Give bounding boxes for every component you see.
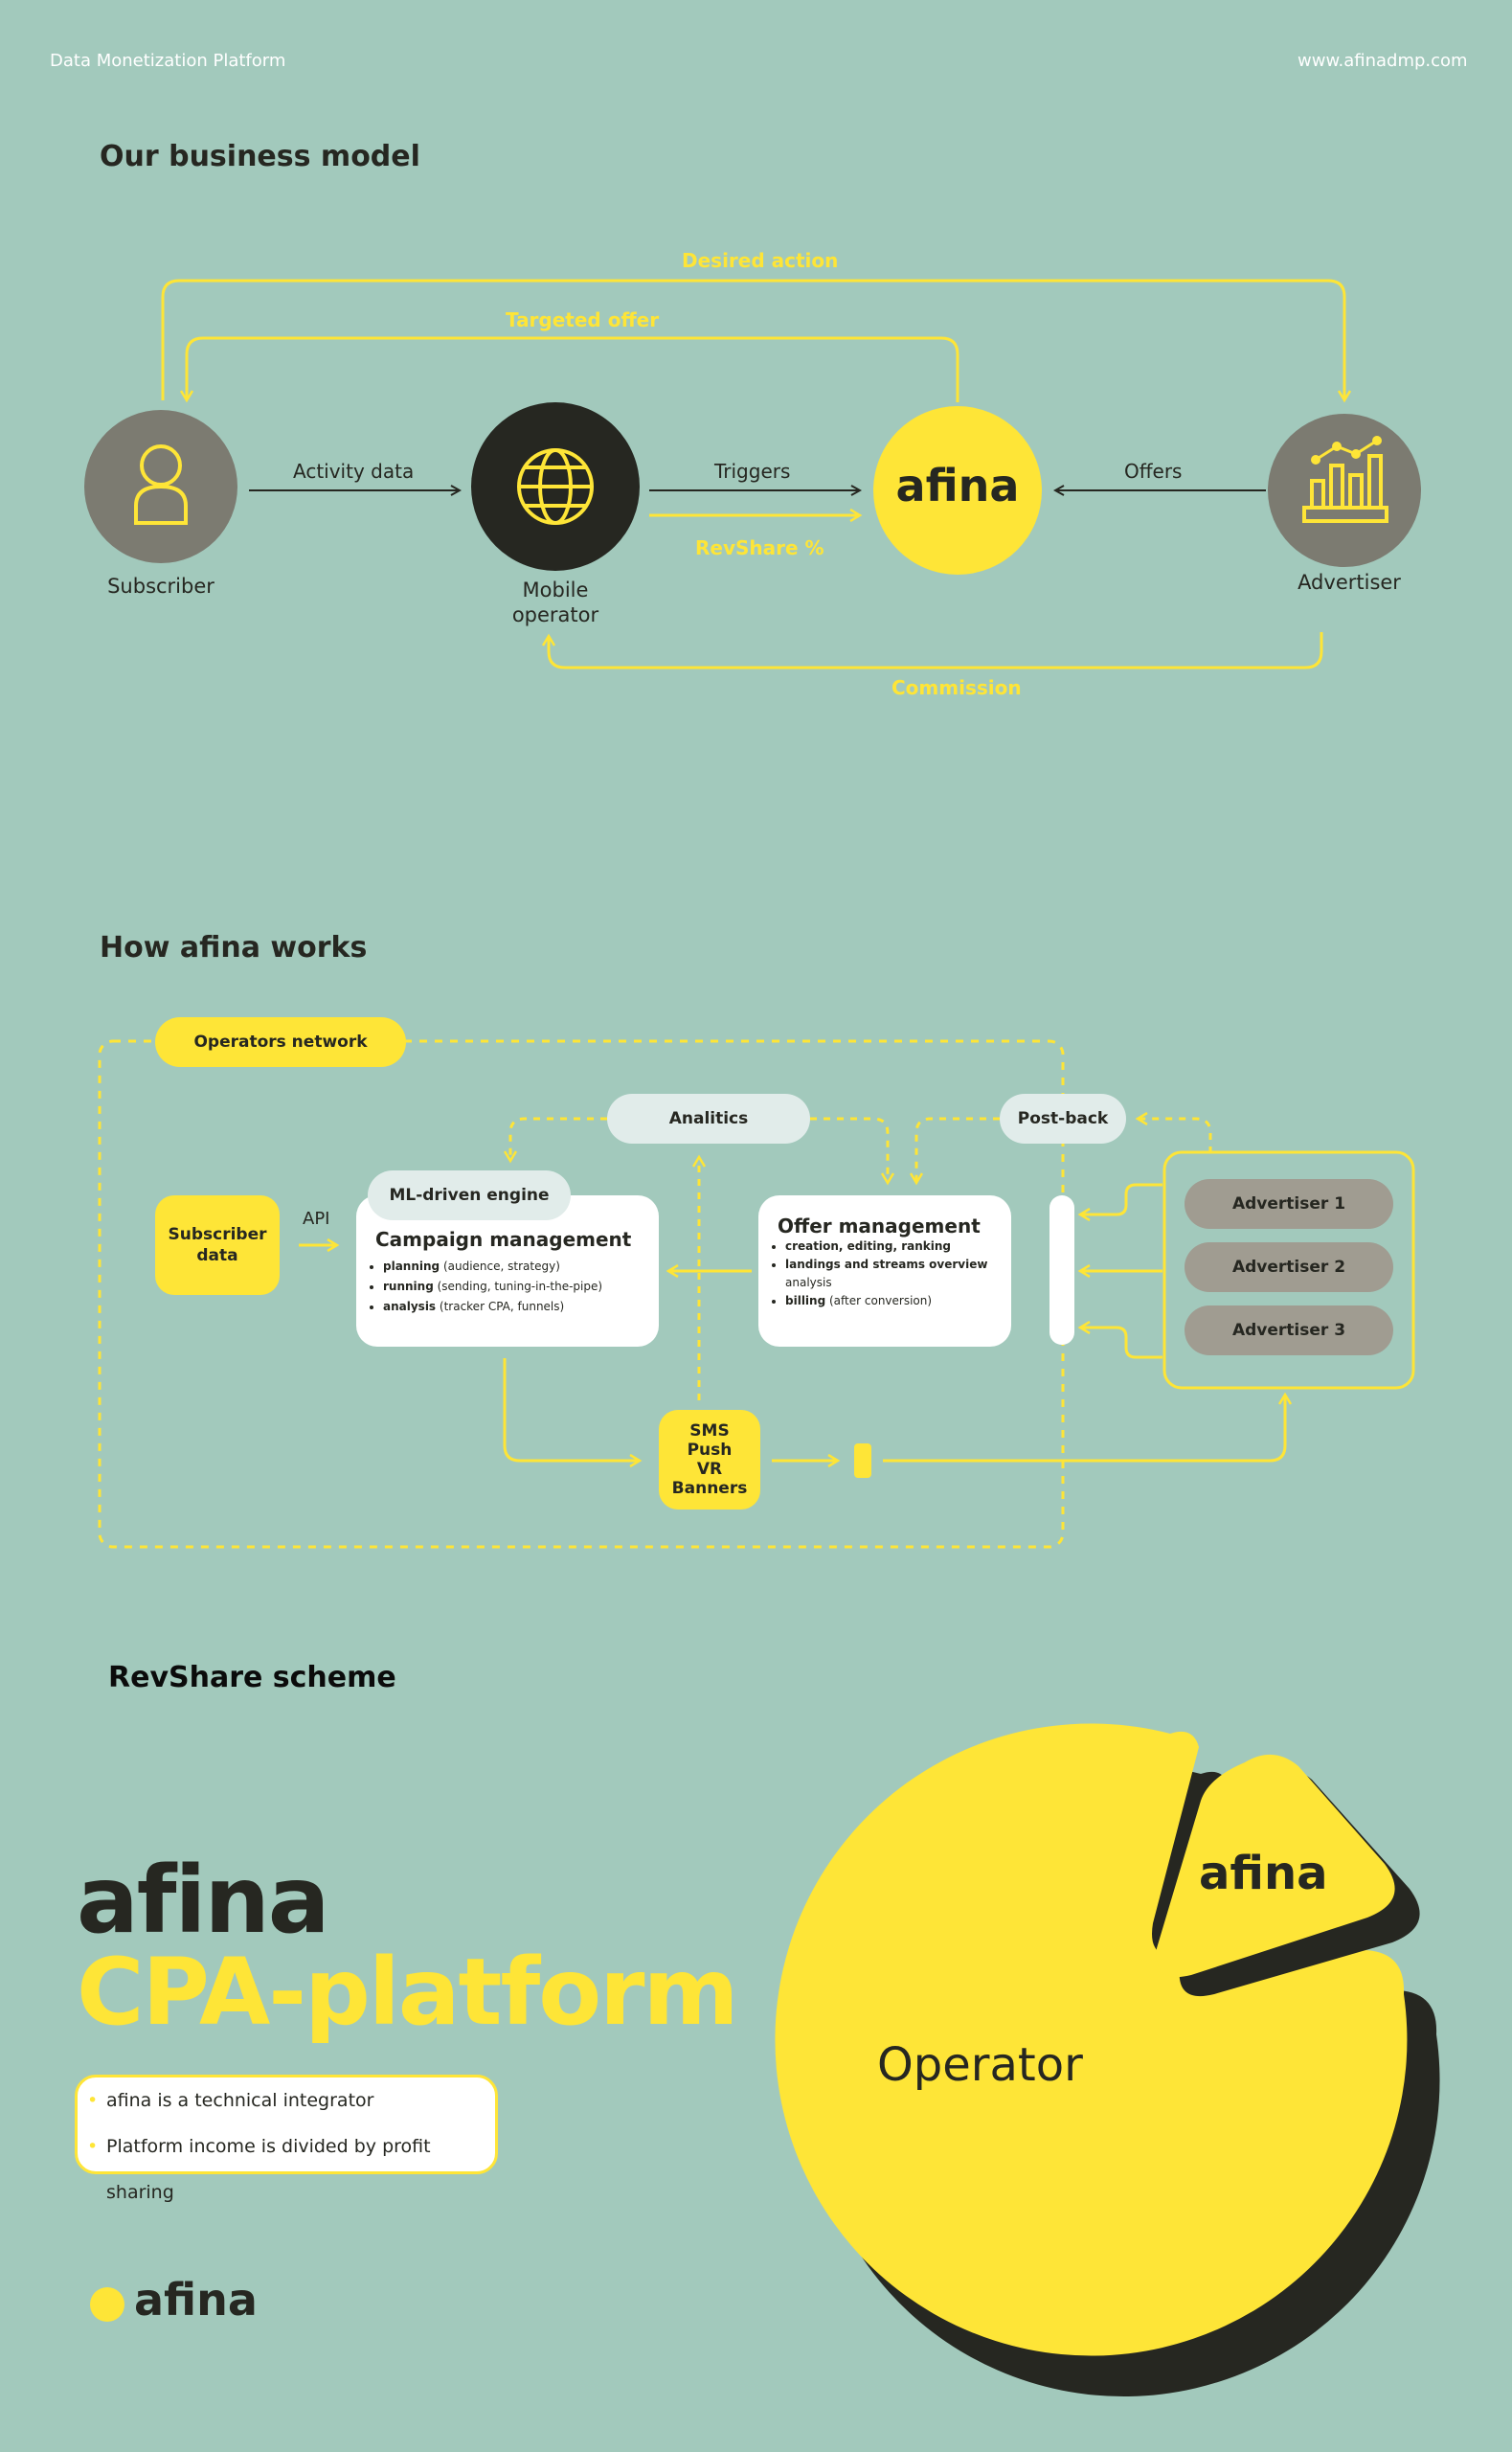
activity-data-label: Activity data (293, 460, 415, 483)
campaign-management-box: Campaign management planning (audience, … (356, 1195, 659, 1347)
offer-management-box: Offer management creation, editing, rank… (758, 1195, 1011, 1347)
advertisers-container (1162, 1150, 1415, 1390)
user-icon (134, 444, 188, 525)
channel-vr: VR (696, 1460, 723, 1479)
revshare-notes: afina is a technical integrator Platform… (75, 2075, 498, 2203)
commission-arrow (549, 632, 1323, 670)
revshare-label: RevShare % (695, 536, 824, 559)
campaign-list: planning (audience, strategy) running (s… (364, 1257, 602, 1317)
subscriber-label: Subscriber (107, 575, 214, 598)
postback-to-offer (916, 1117, 1000, 1183)
triggers-label: Triggers (714, 460, 791, 483)
postback-pill: Post-back (1000, 1094, 1126, 1144)
advertiser-label: Advertiser (1298, 571, 1401, 594)
logo-dot-icon (90, 2287, 124, 2322)
business-model-title: Our business model (100, 140, 420, 173)
globe-icon (517, 448, 594, 525)
channels-box: SMS Push VR Banners (659, 1410, 760, 1510)
campaign-item: planning (audience, strategy) (383, 1257, 602, 1277)
header-right-link[interactable]: www.afinadmp.com (1298, 51, 1468, 71)
revshare-title: RevShare scheme (108, 1661, 396, 1694)
offer-item: landings and streams overview analysis (785, 1256, 1011, 1292)
advertiser-2-pill: Advertiser 2 (1185, 1242, 1393, 1292)
bar-chart-icon (1302, 436, 1388, 523)
mobile-operator-label-2: operator (511, 603, 599, 626)
note-item: Platform income is divided by profit sha… (87, 2123, 495, 2215)
note-item: afina is a technical integrator (87, 2077, 495, 2123)
analytics-to-offer (810, 1117, 888, 1183)
channel-sms: SMS (689, 1421, 730, 1441)
campaign-item: analysis (tracker CPA, funnels) (383, 1297, 602, 1317)
operators-network-pill: Operators network (155, 1017, 406, 1067)
subscriber-data-line1: Subscriber (168, 1225, 267, 1244)
adv3-arrow (1080, 1328, 1162, 1359)
api-label: API (303, 1209, 330, 1229)
pie-label-afina: afina (1199, 1847, 1328, 1900)
mobile-operator-label-1: Mobile (522, 579, 589, 602)
product-cpa-platform: CPA-platform (77, 1939, 739, 2046)
ml-engine-pill: ML-driven engine (368, 1170, 571, 1220)
campaign-item: running (sending, tuning-in-the-pipe) (383, 1277, 602, 1297)
header-left: Data Monetization Platform (50, 51, 286, 71)
advertiser-3-pill: Advertiser 3 (1185, 1305, 1393, 1355)
advertisers-to-postback (1138, 1119, 1212, 1153)
desired-action-label: Desired action (682, 249, 839, 272)
offer-list: creation, editing, ranking landings and … (766, 1237, 1011, 1310)
channel-banners: Banners (671, 1479, 748, 1498)
afina-node (873, 406, 1042, 575)
analytics-pill: Analitics (607, 1094, 810, 1144)
offer-title: Offer management (778, 1215, 981, 1237)
commission-label: Commission (891, 676, 1022, 699)
targeted-offer-arrow (187, 336, 959, 402)
advertiser-1-pill: Advertiser 1 (1185, 1179, 1393, 1229)
afina-node-label: afina (895, 460, 1020, 511)
targeted-offer-label: Targeted offer (506, 308, 660, 331)
brand-afina: afina (77, 1847, 330, 1954)
offer-item: billing (after conversion) (785, 1292, 1011, 1310)
campaign-title: Campaign management (375, 1228, 632, 1251)
adv1-arrow (1080, 1183, 1162, 1215)
campaign-to-channels-arrow (503, 1358, 640, 1461)
offers-label: Offers (1124, 460, 1183, 483)
phone-icon (854, 1443, 871, 1478)
analytics-to-engine (510, 1117, 607, 1161)
pie-label-operator: Operator (877, 2038, 1083, 2092)
offer-item: creation, editing, ranking (785, 1237, 1011, 1256)
footer-logo[interactable]: afina (134, 2274, 258, 2326)
subscriber-data-box: Subscriber data (155, 1195, 280, 1295)
afina-slice[interactable] (1156, 1754, 1395, 1978)
desired-action-arrow (161, 279, 1344, 400)
channel-push: Push (687, 1441, 733, 1460)
operator-slice[interactable] (775, 1723, 1408, 2356)
integration-bar (1049, 1195, 1074, 1345)
subscriber-data-line2: data (196, 1246, 238, 1265)
phone-to-advertisers-arrow (883, 1395, 1285, 1463)
how-it-works-title: How afina works (100, 931, 368, 965)
